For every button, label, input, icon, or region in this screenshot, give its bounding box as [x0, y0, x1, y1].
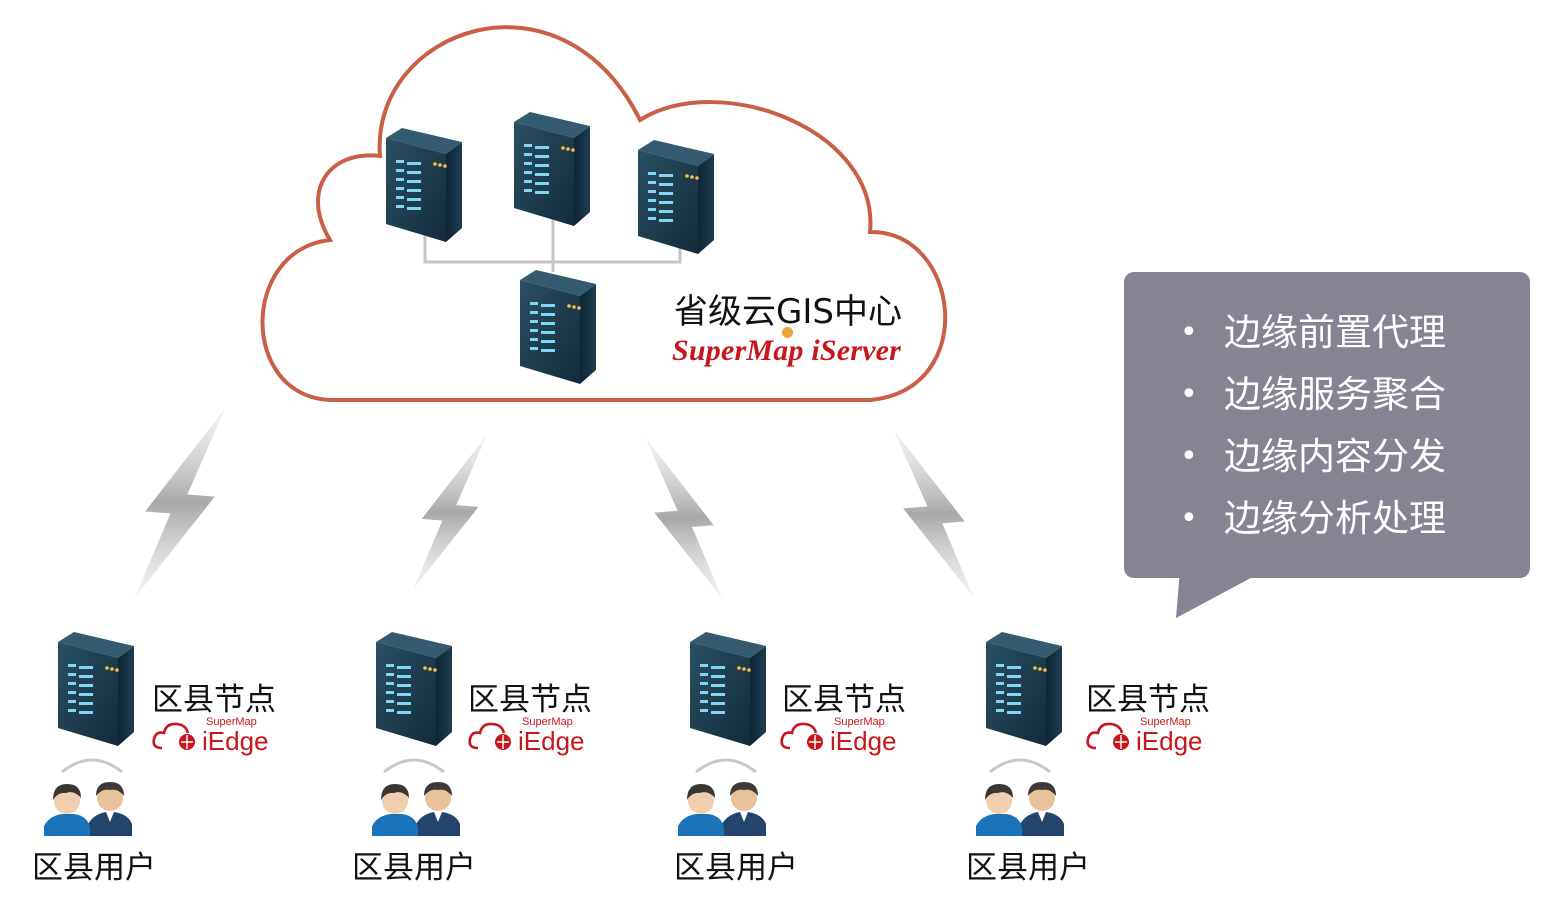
iedge-cloud-icon [152, 722, 195, 750]
iedge-logo-small: SuperMap [206, 716, 257, 728]
user-group-icon [372, 782, 460, 836]
feature-list: • 边缘前置代理 • 边缘服务聚合 • 边缘内容分发 • 边缘分析处理 [1180, 308, 1446, 556]
user-group-icon [678, 782, 766, 836]
user-label: 区县用户 [32, 850, 156, 886]
user-group-icon [44, 782, 132, 836]
feature-item: • 边缘前置代理 [1180, 308, 1446, 370]
iedge-cloud-icon [468, 722, 511, 750]
bullet-icon: • [1180, 377, 1198, 412]
supermap-iedge-logo: SuperMap iEdge [468, 716, 598, 758]
cloud-server-icon [386, 128, 462, 242]
feature-item: • 边缘内容分发 [1180, 432, 1446, 494]
lightning-icon [134, 408, 226, 598]
iserver-logo-text: SuperMap iServer [672, 334, 902, 367]
logo-dot-icon [782, 327, 793, 338]
cloud-title: 省级云GIS中心 [674, 292, 902, 332]
node-label: 区县节点 [1086, 682, 1210, 718]
supermap-iserver-logo: SuperMap iServer [672, 327, 902, 368]
user-label: 区县用户 [966, 850, 1090, 886]
node-server-icon [986, 632, 1062, 746]
feature-item: • 边缘分析处理 [1180, 494, 1446, 556]
user-label: 区县用户 [352, 850, 476, 886]
cloud-server-icon [520, 270, 596, 384]
supermap-iedge-logo: SuperMap iEdge [1086, 716, 1216, 758]
feature-item-label: 边缘内容分发 [1224, 435, 1446, 478]
bullet-icon: • [1180, 315, 1198, 350]
bullet-icon: • [1180, 439, 1198, 474]
lightning-icon [645, 437, 723, 599]
cloud-server-icon [638, 140, 714, 254]
feature-callout: • 边缘前置代理 • 边缘服务聚合 • 边缘内容分发 • 边缘分析处理 [1124, 272, 1530, 578]
cloud-shape [260, 25, 947, 402]
feature-item: • 边缘服务聚合 [1180, 370, 1446, 432]
iedge-logo-big: iEdge [518, 726, 585, 756]
feature-item-label: 边缘前置代理 [1224, 311, 1446, 354]
lightning-icon [413, 434, 488, 590]
iedge-logo-big: iEdge [1136, 726, 1203, 756]
iedge-logo-small: SuperMap [834, 716, 885, 728]
callout-tail [1176, 570, 1262, 618]
cloud-server-icon [514, 112, 590, 226]
iedge-cloud-icon [780, 722, 823, 750]
node-label: 区县节点 [152, 682, 276, 718]
iedge-logo-big: iEdge [830, 726, 897, 756]
node-server-icon [690, 632, 766, 746]
user-group-icon [976, 782, 1064, 836]
node-label: 区县节点 [782, 682, 906, 718]
node-server-icon [58, 632, 134, 746]
iedge-logo-small: SuperMap [1140, 716, 1191, 728]
node-label: 区县节点 [468, 682, 592, 718]
cloud-connector-lines [423, 218, 682, 272]
user-label: 区县用户 [674, 850, 798, 886]
node-server-icon [376, 632, 452, 746]
supermap-iedge-logo: SuperMap iEdge [152, 716, 282, 758]
lightning-icon [893, 430, 975, 598]
supermap-iedge-logo: SuperMap iEdge [780, 716, 910, 758]
iedge-cloud-icon [1086, 722, 1129, 750]
feature-item-label: 边缘服务聚合 [1224, 373, 1446, 416]
iedge-logo-small: SuperMap [522, 716, 573, 728]
bullet-icon: • [1180, 501, 1198, 536]
wifi-arcs [61, 758, 1051, 774]
feature-item-label: 边缘分析处理 [1224, 497, 1446, 540]
iedge-logo-big: iEdge [202, 726, 269, 756]
